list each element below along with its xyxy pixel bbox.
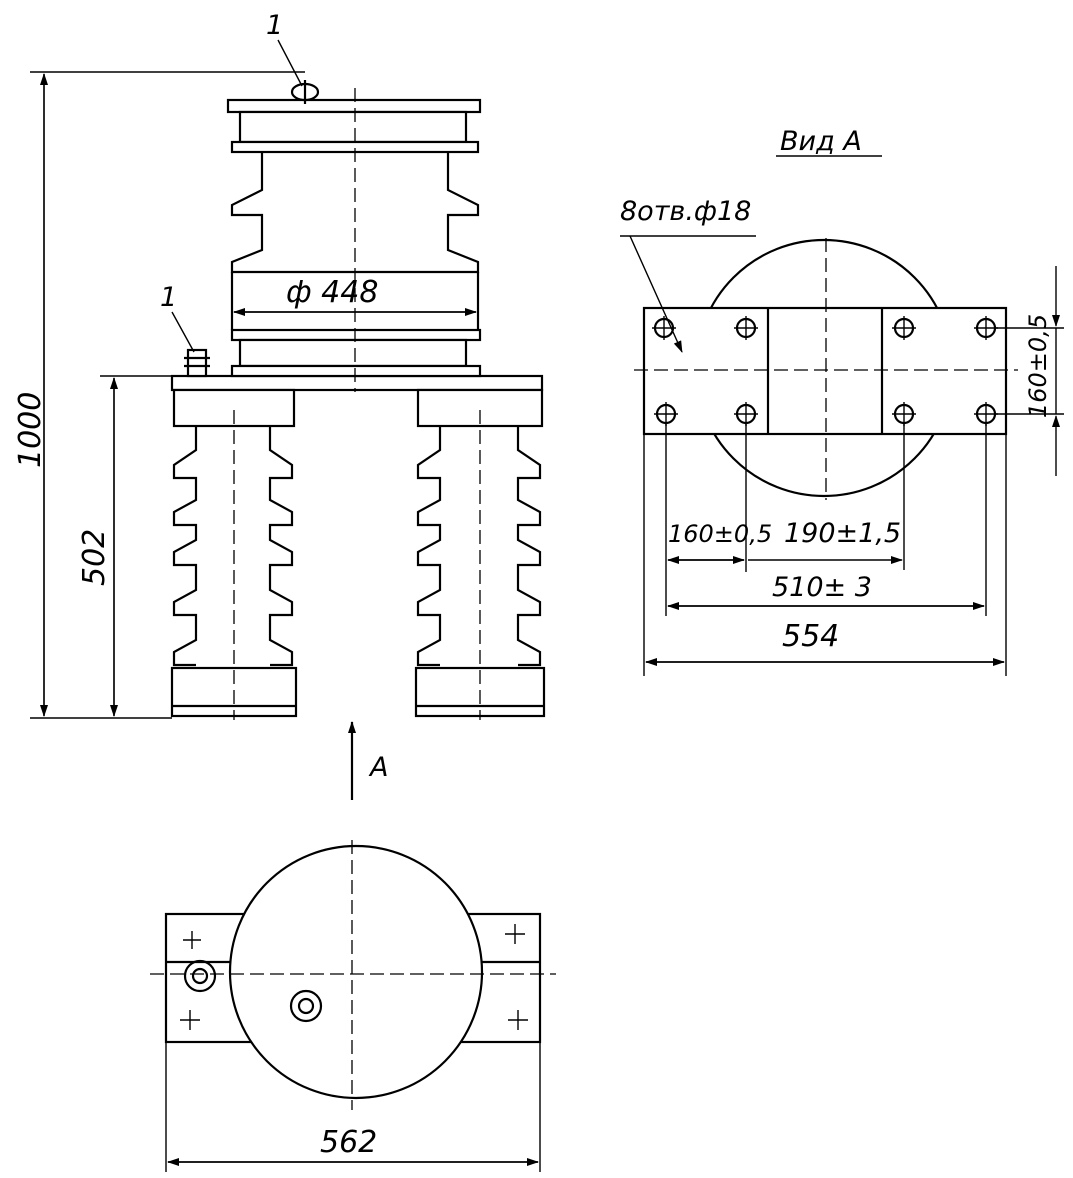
dimension-160-bottom-label: 160±0,5 [668,520,772,548]
view-a [620,155,1064,676]
holes-note: 8отв.ф18 [620,196,751,227]
dimension-190-label: 190±1,5 [784,518,901,549]
dimension-502-label: 502 [77,529,112,586]
dimension-562-label: 562 [320,1125,377,1160]
view-arrow-label: А [368,752,388,783]
dimension-1000-label: 1000 [13,392,48,468]
view-a-title: Вид А [780,126,862,157]
dimension-554-label: 554 [782,619,839,654]
diameter-448-label: ф 448 [286,275,378,310]
left-support-insulator [170,348,298,720]
upper-insulator [226,80,482,368]
right-support-insulator [414,388,546,720]
item-label-top: 1 [266,10,283,41]
dimension-160-right-label: 160±0,5 [1024,314,1052,418]
item-label-left: 1 [160,282,177,313]
front-view [30,39,546,800]
mounting-holes [652,316,998,426]
dimension-510-label: 510± 3 [772,572,872,603]
top-view [150,840,556,1172]
base-plate [170,374,544,392]
